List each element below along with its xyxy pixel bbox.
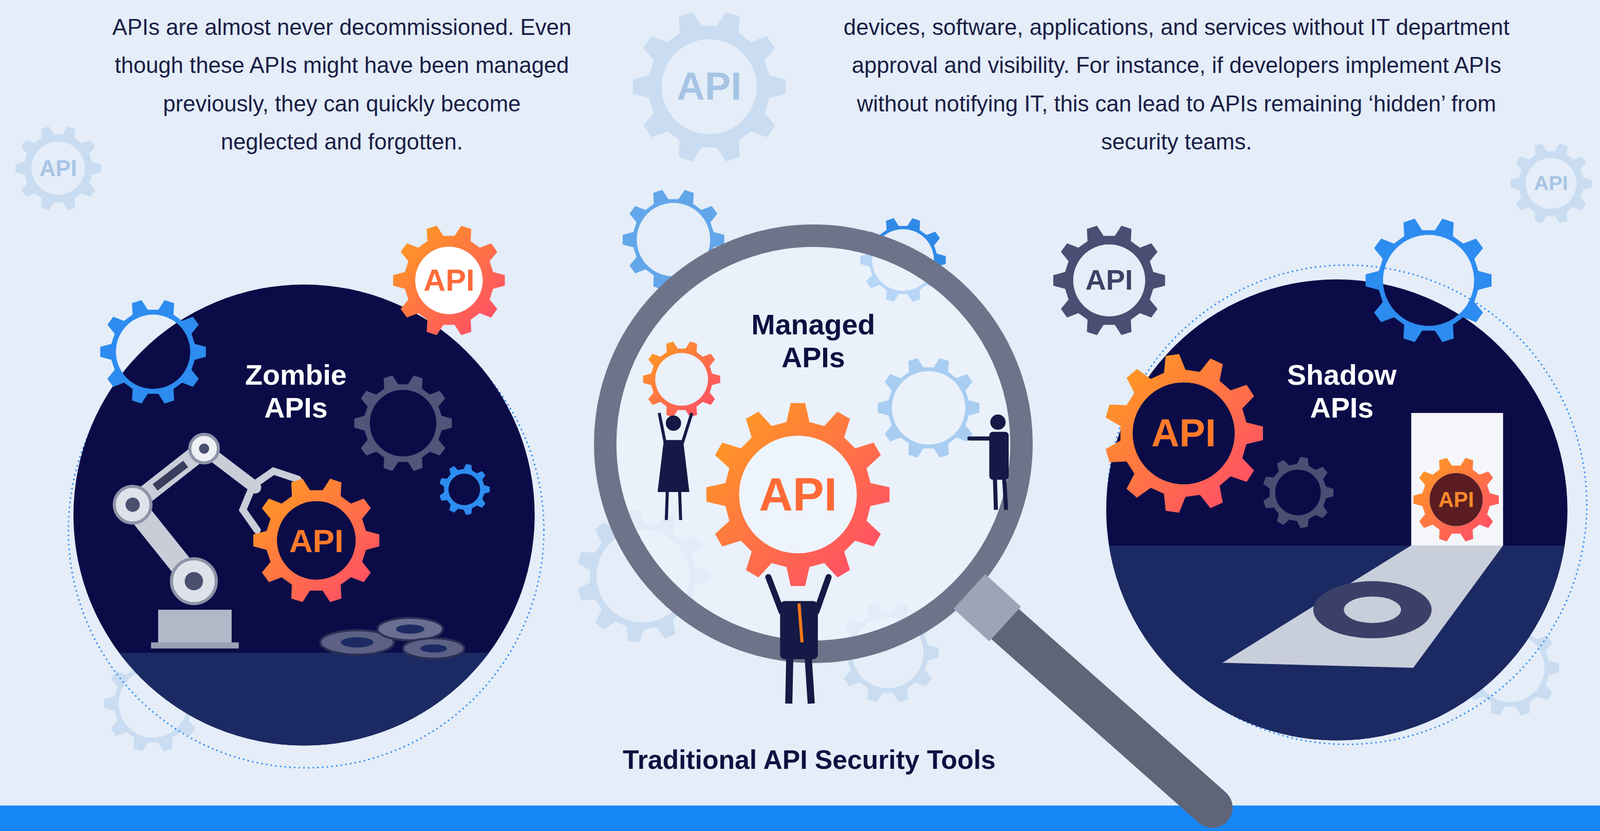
background-gears [15, 11, 1592, 752]
description-text: APIs are almost never decommissioned. Ev… [112, 8, 572, 162]
gear-shape [877, 358, 980, 458]
gear [253, 478, 380, 603]
description-text: devices, software, applications, and ser… [824, 8, 1529, 162]
gear [439, 463, 490, 515]
gear-shape [1413, 457, 1499, 542]
gear-hub [276, 501, 356, 581]
people [658, 413, 1009, 704]
gear-shape [15, 126, 101, 211]
gear-shape [706, 403, 890, 587]
node-title: Shadow APIs [1273, 359, 1411, 425]
gear-label: API [39, 157, 78, 180]
gear-label: API [1151, 414, 1217, 453]
gear [642, 341, 720, 418]
gear [1263, 457, 1334, 529]
gear-hub [1525, 158, 1577, 209]
gear-hub [31, 141, 85, 195]
gear-label: API [1438, 489, 1475, 511]
gear [1413, 457, 1499, 542]
floor [1104, 545, 1570, 743]
gear-shape [1510, 143, 1592, 224]
gear-shape [393, 225, 505, 336]
gear-label: API [423, 265, 475, 296]
gear-shape [100, 300, 207, 404]
gear-shape [1263, 457, 1334, 529]
gear-pile [320, 618, 465, 659]
gear [706, 403, 890, 587]
gear-shape [1053, 225, 1165, 336]
gear-label: API [676, 67, 742, 106]
gear [393, 225, 505, 336]
gear-shape [1365, 218, 1492, 343]
section-caption: Traditional API Security Tools [622, 747, 996, 774]
node-title: Zombie APIs [227, 359, 365, 425]
gear-hub [661, 39, 757, 135]
gear [1510, 143, 1592, 224]
gear [1365, 218, 1492, 343]
gear [15, 126, 101, 211]
lens-ring [605, 235, 1022, 653]
gear-hub [415, 246, 483, 314]
footer-bar [0, 805, 1600, 831]
node-title: Managed APIs [744, 308, 882, 375]
gear-shape [253, 478, 380, 603]
gear-label: API [289, 524, 344, 558]
gear-hub [1429, 473, 1483, 527]
gear-label: API [758, 471, 837, 519]
gear-hub [1132, 382, 1235, 485]
gear-hub [739, 436, 858, 554]
gear-shape [642, 341, 720, 418]
gear-shape [1105, 354, 1263, 513]
gear-shape [439, 463, 490, 515]
gear-shape [633, 11, 786, 162]
gear-label: API [1085, 266, 1133, 295]
gear [1105, 354, 1263, 513]
gear [1053, 225, 1165, 336]
gear-label: API [1534, 173, 1569, 195]
gear-shape [354, 375, 453, 472]
gear [877, 358, 980, 458]
gear [100, 300, 207, 404]
gear-hub [1073, 244, 1146, 317]
door [1222, 413, 1503, 668]
gear [354, 375, 453, 472]
gear [633, 11, 786, 162]
magnifier-handle [969, 591, 1213, 808]
foreground-gears [100, 218, 1499, 603]
floor [71, 653, 537, 749]
